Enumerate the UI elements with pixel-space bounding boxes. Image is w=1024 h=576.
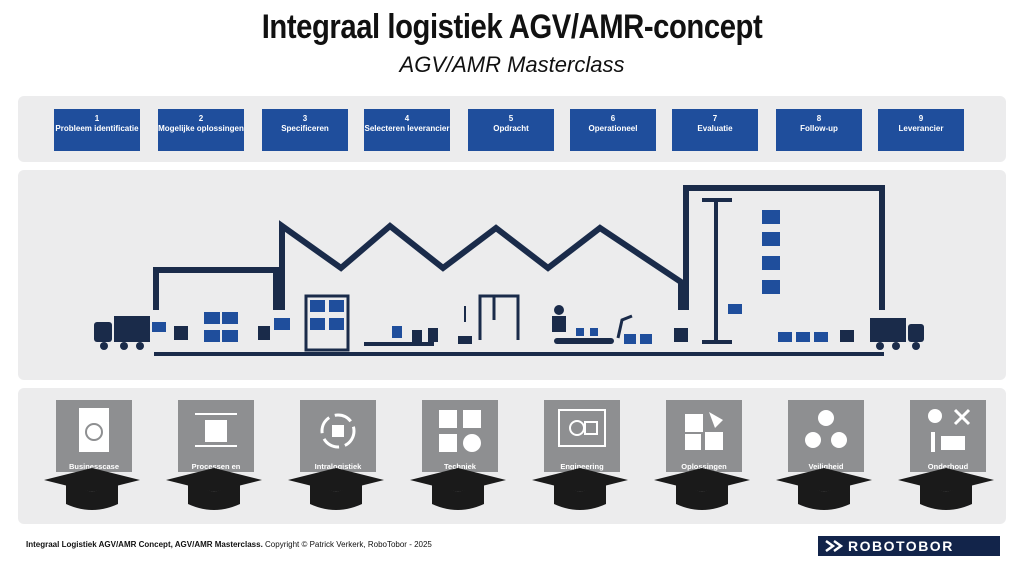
step-number: 9 — [918, 114, 924, 123]
forklift-icon — [174, 318, 290, 340]
cycle-arrows-icon — [320, 413, 356, 449]
step-label: Specificeren — [281, 124, 329, 133]
topic-label: Onderhoud — [927, 462, 969, 471]
left-building-outline — [153, 267, 279, 310]
step-number: 3 — [302, 114, 308, 123]
robotobor-logo[interactable]: ROBOTOBOR — [818, 536, 1000, 556]
topic-label: Intralogistiek — [314, 462, 362, 471]
graduation-cap-icon — [532, 468, 628, 510]
copyright-footer: Integraal Logistiek AGV/AMR Concept, AGV… — [26, 540, 432, 549]
step-label: Leverancier — [898, 124, 944, 133]
floor-line — [154, 352, 884, 356]
step-label: Mogelijke oplossingen — [158, 124, 244, 133]
step-label: Probleem identificatie — [55, 124, 139, 133]
step-number: 8 — [816, 114, 822, 123]
robot-arm-icon — [552, 305, 652, 344]
topic-veiligheid[interactable]: Veiligheid — [774, 388, 874, 524]
step-number: 6 — [610, 114, 616, 123]
logo-text: ROBOTOBOR — [848, 538, 954, 554]
graduation-cap-icon — [776, 468, 872, 510]
step-label: Follow-up — [800, 124, 838, 133]
truck-icon — [840, 318, 924, 350]
warehouse-illustration — [94, 185, 924, 356]
graduation-cap-icon — [654, 468, 750, 510]
monitor-design-icon — [558, 409, 606, 447]
tools-icon — [439, 410, 481, 452]
footer-text: Copyright © Patrick Verkerk, RoboTobor -… — [262, 540, 432, 549]
topic-card — [544, 400, 620, 472]
truck-icon — [94, 316, 150, 350]
graduation-cap-icon — [410, 468, 506, 510]
forklift-icon — [674, 328, 688, 342]
step-number: 1 — [94, 114, 100, 123]
puzzle-icon — [685, 412, 723, 450]
graduation-cap-icon — [288, 468, 384, 510]
graduation-cap-icon — [44, 468, 140, 510]
safety-gauge-icon — [805, 410, 847, 448]
step-number: 4 — [404, 114, 410, 123]
pallet-stack-icon — [152, 312, 238, 342]
vertical-lift-icon — [702, 198, 742, 344]
topic-label: Engineering — [560, 462, 604, 471]
step-number: 5 — [508, 114, 514, 123]
topic-card — [666, 400, 742, 472]
document-icon — [79, 408, 109, 452]
main-building-outline — [279, 220, 684, 310]
step-label: Selecteren leverancier — [364, 124, 450, 133]
topic-techniek[interactable]: Techniek — [408, 388, 508, 524]
storage-rack-icon — [304, 294, 350, 352]
process-flow-icon — [195, 413, 237, 447]
topic-label: Businesscase — [68, 462, 120, 471]
topic-processen[interactable]: Processen en activiteiten — [164, 388, 264, 524]
maintenance-icon — [928, 408, 971, 452]
high-bay-stack-icon — [762, 210, 828, 342]
step-number: 7 — [712, 114, 718, 123]
topic-label: Veiligheid — [808, 462, 844, 471]
topic-onderhoud[interactable]: Onderhoud — [896, 388, 996, 524]
step-number: 2 — [198, 114, 204, 123]
graduation-cap-icon — [898, 468, 994, 510]
gantry-robot-icon — [478, 294, 520, 340]
graduation-cap-icon — [166, 468, 262, 510]
step-label: Evaluatie — [697, 124, 733, 133]
topic-label: Oplossingen — [681, 462, 727, 471]
topic-engineering[interactable]: Engineering — [530, 388, 630, 524]
logo-mark-icon — [825, 539, 844, 553]
topic-card — [422, 400, 498, 472]
topics-panel: Businesscase Processen en activiteiten I… — [18, 388, 1006, 524]
page-subtitle: AGV/AMR Masterclass — [399, 52, 625, 77]
warehouse-scene-panel — [18, 170, 1006, 380]
topic-label: Techniek — [444, 462, 476, 471]
page-title: Integraal logistiek AGV/AMR-concept — [261, 8, 763, 46]
step-label: Operationeel — [588, 124, 638, 133]
topic-oplossingen[interactable]: Oplossingen — [652, 388, 752, 524]
agv-train-icon — [364, 326, 438, 346]
topic-intralogistiek[interactable]: Intralogistiek — [286, 388, 386, 524]
topic-businesscase[interactable]: Businesscase — [42, 388, 142, 524]
footer-bold-text: Integraal Logistiek AGV/AMR Concept, AGV… — [26, 540, 263, 549]
step-label: Opdracht — [493, 124, 529, 133]
right-building-outline — [683, 185, 885, 310]
